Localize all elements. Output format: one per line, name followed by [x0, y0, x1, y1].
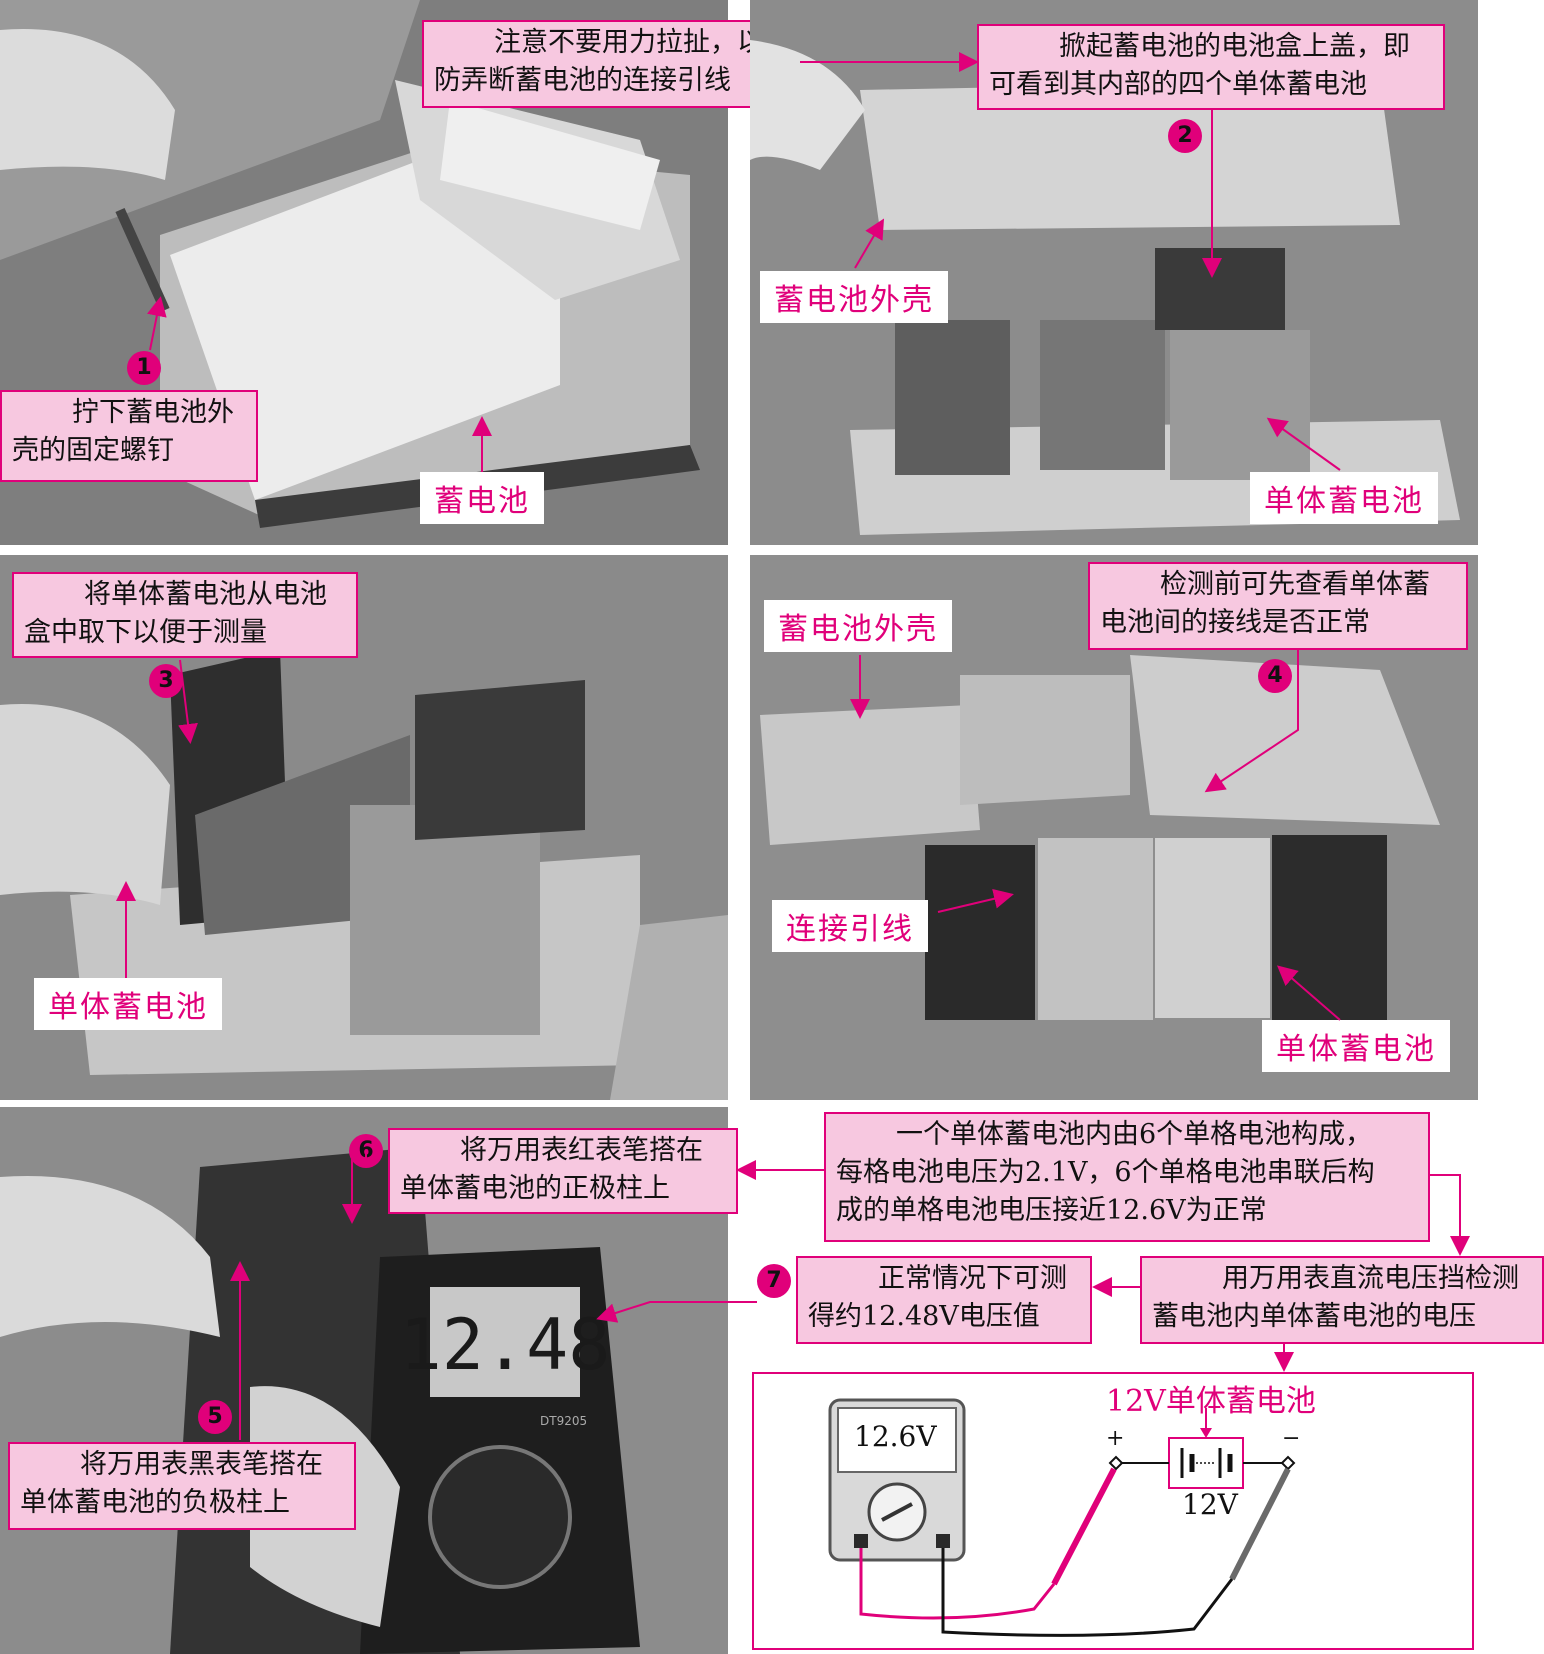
- panel4-caption: 检测前可先查看单体蓄 电池间的接线是否正常: [1088, 562, 1468, 650]
- label-battery: 蓄电池: [420, 472, 544, 524]
- panel2-caption-line2: 可看到其内部的四个单体蓄电池: [989, 69, 1367, 100]
- label-single-battery-3: 单体蓄电池: [34, 978, 222, 1030]
- measurement-diagram: 12V单体蓄电池 12.6V 12V + −: [752, 1372, 1474, 1650]
- step7-line2: 得约12.48V电压值: [808, 1301, 1040, 1332]
- label-connection-wire: 连接引线: [772, 900, 928, 952]
- panel4-caption-line1: 检测前可先查看单体蓄: [1160, 569, 1430, 600]
- method-line1: 用万用表直流电压挡检测: [1222, 1263, 1519, 1294]
- diagram-minus: −: [1282, 1426, 1301, 1451]
- info-line1: 一个单体蓄电池内由6个单格电池构成，: [896, 1119, 1373, 1150]
- panel2-caption: 掀起蓄电池的电池盒上盖，即 可看到其内部的四个单体蓄电池: [977, 24, 1445, 110]
- method-box: 用万用表直流电压挡检测 蓄电池内单体蓄电池的电压: [1140, 1256, 1544, 1344]
- label-single-battery-4: 单体蓄电池: [1262, 1020, 1450, 1072]
- step-number-6: 6: [349, 1134, 383, 1168]
- label-battery-case-4: 蓄电池外壳: [764, 600, 952, 652]
- panel1-caption-line2: 壳的固定螺钉: [12, 435, 174, 466]
- meter-model: DT9205: [540, 1414, 587, 1428]
- panel3-caption: 将单体蓄电池从电池 盒中取下以便于测量: [12, 572, 358, 658]
- panel5-caption-line1: 将万用表黑表笔搭在: [80, 1449, 323, 1480]
- method-line2: 蓄电池内单体蓄电池的电压: [1152, 1301, 1476, 1332]
- panel4-caption-line2: 电池间的接线是否正常: [1100, 607, 1370, 638]
- panel3-caption-line1: 将单体蓄电池从电池: [84, 579, 327, 610]
- step7-line1: 正常情况下可测: [878, 1263, 1067, 1294]
- panel6-caption-line1: 将万用表红表笔搭在: [460, 1135, 703, 1166]
- panel6-caption-line2: 单体蓄电池的正极柱上: [400, 1173, 670, 1204]
- info-line2: 每格电池电压为2.1V，6个单格电池串联后构: [836, 1157, 1375, 1188]
- panel1-callout-line1: 注意不要用力拉扯，以: [494, 27, 764, 58]
- step-number-1: 1: [127, 351, 161, 385]
- diagram-meter-display: 12.6V: [854, 1420, 937, 1453]
- panel5-caption-line2: 单体蓄电池的负极柱上: [20, 1487, 290, 1518]
- panel3-caption-line2: 盒中取下以便于测量: [24, 617, 267, 648]
- info-box: 一个单体蓄电池内由6个单格电池构成， 每格电池电压为2.1V，6个单格电池串联后…: [824, 1112, 1430, 1242]
- diagram-plus: +: [1106, 1426, 1125, 1451]
- info-line3: 成的单格电池电压接近12.6V为正常: [836, 1195, 1267, 1226]
- panel1-caption-line1: 拧下蓄电池外: [72, 397, 234, 428]
- label-single-battery: 单体蓄电池: [1250, 472, 1438, 524]
- diagram-drawing: [828, 1398, 1296, 1637]
- diagram-battery-label: 12V: [1182, 1488, 1238, 1521]
- panel2-caption-line1: 掀起蓄电池的电池盒上盖，即: [1059, 31, 1410, 62]
- label-battery-case: 蓄电池外壳: [760, 271, 948, 323]
- panel1-callout-line2: 防弄断蓄电池的连接引线: [434, 65, 731, 96]
- panel6-caption: 将万用表红表笔搭在 单体蓄电池的正极柱上: [388, 1128, 738, 1214]
- diagram-title: 12V单体蓄电池: [1106, 1384, 1316, 1419]
- panel1-callout: 注意不要用力拉扯，以 防弄断蓄电池的连接引线: [422, 20, 800, 108]
- step7-box: 正常情况下可测 得约12.48V电压值: [796, 1256, 1092, 1344]
- step-number-5: 5: [198, 1400, 232, 1434]
- meter-reading: 12.48: [400, 1304, 611, 1386]
- step-number-4: 4: [1258, 659, 1292, 693]
- panel1-caption: 拧下蓄电池外 壳的固定螺钉: [0, 390, 258, 482]
- panel5-caption: 将万用表黑表笔搭在 单体蓄电池的负极柱上: [8, 1442, 356, 1530]
- step-number-3: 3: [149, 664, 183, 698]
- step-number-7: 7: [757, 1264, 791, 1298]
- step-number-2: 2: [1168, 119, 1202, 153]
